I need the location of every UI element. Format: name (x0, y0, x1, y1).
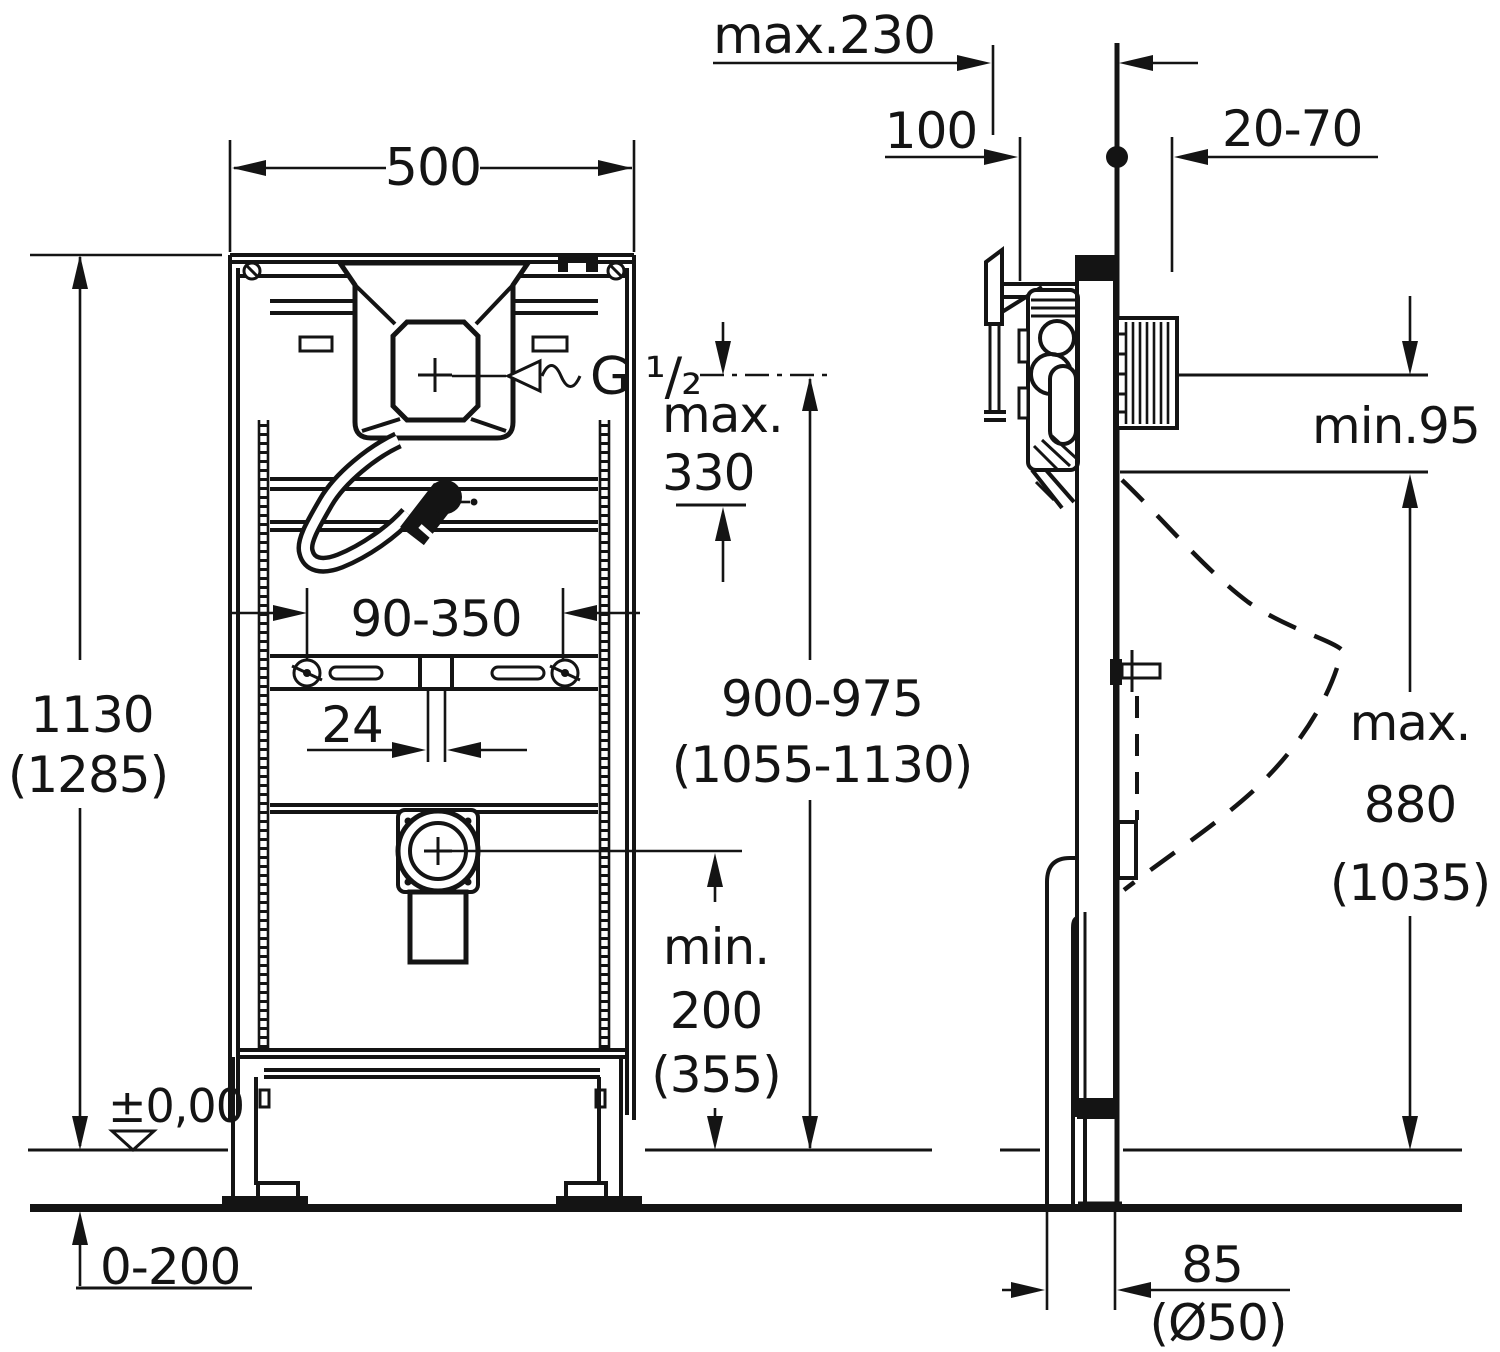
dim-label-min200-1: min. (663, 918, 769, 976)
dim-label-max880-1: max. (1350, 694, 1471, 752)
dim-label-max330-1: max. (662, 386, 783, 444)
dim-label-1130-2: (1285) (8, 746, 168, 804)
dim-label-max230: max.230 (713, 6, 935, 66)
drain-pipe-side (1045, 856, 1079, 1208)
dim-label-100: 100 (885, 102, 977, 160)
bottom-crossbar (238, 1048, 627, 1079)
dimension-0-200: 0-200 (72, 1211, 252, 1296)
dim-label-85: 85 (1181, 1236, 1243, 1294)
corner-screw-left (242, 261, 262, 281)
dimension-100: 100 (885, 102, 1022, 281)
urinal-outline (1120, 478, 1345, 892)
flush-pipe-grommet (1115, 316, 1179, 430)
outlet-box (1116, 820, 1138, 880)
level-triangle-icon (108, 1129, 158, 1153)
thread-label: G ¹/₂ (590, 347, 701, 407)
knockout-right (531, 335, 569, 353)
dimension-max230: max.230 (713, 6, 1198, 135)
dimension-900-975: 900-975 (1055-1130) (672, 377, 973, 1150)
front-view-frame (222, 253, 642, 1209)
drain-socket (395, 808, 481, 965)
level-mark: ±0,00 (108, 1079, 245, 1153)
fixing-bolt-left (291, 658, 323, 688)
corner-screw-right (606, 261, 626, 281)
dim-label-900-975-2: (1055-1130) (672, 736, 973, 794)
dim-label-min200-2: 200 (670, 982, 762, 1040)
flush-pipe-housing (335, 260, 533, 441)
dimension-500: 500 (228, 138, 636, 252)
datum-dot-icon (1106, 146, 1128, 168)
dimension-min95: min.95 (1120, 296, 1481, 474)
dimension-1130: 1130 (1285) (8, 253, 222, 1150)
dimension-20-70: 20-70 (1170, 100, 1378, 272)
fixing-bolt-right (549, 658, 581, 688)
dimension-max330: max. 330 (662, 322, 784, 582)
level-label: ±0,00 (108, 1079, 244, 1133)
dimension-90-350: 90-350 (232, 588, 640, 660)
toothed-rail-right (598, 420, 611, 1050)
dim-label-1130-1: 1130 (30, 686, 153, 744)
leader-arrow-icon (504, 358, 542, 394)
dim-label-20-70: 20-70 (1222, 100, 1362, 158)
knockout-left (298, 335, 334, 353)
dim-label-90-350: 90-350 (350, 590, 521, 648)
foot-left (222, 1057, 308, 1209)
dimension-24: 24 (307, 690, 527, 762)
side-view (984, 43, 1345, 1208)
toothed-rail-left (257, 420, 270, 1050)
dim-label-0-200: 0-200 (100, 1238, 240, 1296)
flush-valve-housing (1017, 288, 1080, 510)
dimension-min200: min. 200 (355) (452, 849, 782, 1150)
dim-label-min200-3: (355) (651, 1046, 780, 1104)
flex-hose (296, 431, 478, 574)
dim-label-o50: (Ø50) (1150, 1294, 1287, 1352)
mounting-bracket-bar (270, 654, 598, 691)
thread-callout: G ¹/₂ (452, 347, 832, 407)
foot-right (556, 1057, 642, 1209)
dim-label-max330-2: 330 (662, 444, 754, 502)
dim-label-500: 500 (385, 138, 481, 198)
dim-label-900-975-1: 900-975 (721, 670, 923, 728)
drain-outlet (407, 889, 469, 965)
dimension-max880: max. 880 (1035) (1330, 474, 1491, 1150)
dim-label-min95: min.95 (1312, 397, 1480, 455)
urinal-fixing-bolt (1110, 650, 1162, 692)
dim-label-max880-2: 880 (1364, 776, 1456, 834)
dim-label-24: 24 (321, 696, 383, 754)
squiggle-icon (540, 364, 582, 388)
dimension-85: 85 (Ø50) (1002, 1212, 1290, 1352)
dim-label-max880-3: (1035) (1330, 854, 1490, 912)
